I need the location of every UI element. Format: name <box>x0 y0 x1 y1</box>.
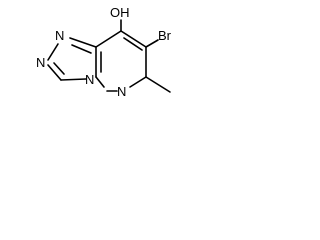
bond-c6-n5 <box>129 76 147 88</box>
bond-n2-c3-double <box>53 62 65 75</box>
atom-label-n1: N <box>55 28 64 43</box>
bond-c8a-c8 <box>95 30 122 48</box>
bond-n4-n5-link <box>95 76 105 88</box>
atom-labels: OH Br N N N N <box>36 5 172 99</box>
bond-c6-methyl <box>145 76 171 93</box>
bond-lines <box>47 19 171 93</box>
molecule-structure: OH Br N N N N <box>36 5 172 99</box>
atom-label-n4: N <box>85 72 94 87</box>
atom-label-n2: N <box>36 55 45 70</box>
bond-n1-n2 <box>47 43 59 61</box>
bond-c8a-n1-double <box>71 44 92 54</box>
bond-c7-br <box>145 39 159 48</box>
atom-label-n5: N <box>117 84 126 99</box>
atom-label-oh: OH <box>110 5 130 20</box>
bond-c8a-n1 <box>69 37 97 48</box>
bond-n2-c3 <box>47 64 62 81</box>
bond-c8-c7 <box>120 30 147 48</box>
bond-c8-c7-double <box>123 37 143 51</box>
atom-label-br: Br <box>158 28 172 43</box>
bond-c3-n4 <box>60 78 87 81</box>
